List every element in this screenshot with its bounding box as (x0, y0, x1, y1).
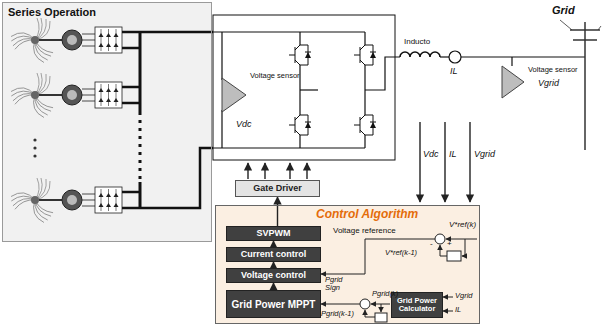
process-box: SVPWM (226, 226, 321, 241)
control-panel: Control AlgorithmSVPWMCurrent controlVol… (215, 205, 480, 324)
turbine-row (8, 178, 140, 224)
sign-mark: + (447, 240, 452, 249)
grid-pole (560, 20, 601, 150)
signal-name: Vgrid (538, 79, 559, 89)
turbine-row (8, 73, 140, 119)
gate-driver-box: Gate Driver (235, 180, 320, 197)
signal-name: Pgrid(k) (372, 290, 398, 298)
dc-rails (213, 32, 365, 148)
sensor-label: Voltage sensor (528, 66, 578, 74)
process-box: Voltage control (226, 268, 321, 283)
signal-name: IL (455, 306, 461, 314)
component-label: Inducto (404, 38, 430, 47)
measurement-arrows (420, 122, 470, 202)
node-text: Series Operation (8, 6, 206, 18)
node-text: Voltage control (241, 271, 306, 281)
sign-mark: - (430, 240, 433, 249)
signal-name: Vdc (423, 150, 439, 160)
node-text: Gate Driver (253, 184, 302, 194)
signal-name: IL (450, 67, 458, 77)
turbine-group (8, 18, 140, 224)
signal-name: Pgrid(k-1) (321, 310, 354, 318)
node-text: Control Algorithm (316, 208, 475, 221)
node-text: Grid Power MPPT (232, 299, 316, 310)
signal-name: V*ref(k-1) (385, 249, 417, 257)
grid-label: Grid (552, 4, 575, 16)
process-box: Grid Power Calculator (391, 292, 443, 318)
signal-name: IL (449, 150, 457, 160)
signal-name: Vgrid (474, 150, 495, 160)
signal-name: V*ref(k) (449, 221, 476, 230)
signal-name: Vgrid (455, 292, 473, 300)
signal-name: Pgrid Sign (325, 276, 357, 293)
voltage-sensor-symbol (222, 78, 246, 112)
sensor-label: Voltage sensor (250, 72, 300, 80)
process-box: Current control (226, 247, 321, 262)
grid-voltage-sensor-symbol (502, 66, 524, 98)
node-text: Grid Power Calculator (394, 297, 440, 314)
control-panel-ground (215, 205, 480, 324)
series-panel: Series Operation (2, 2, 212, 242)
inverter-box (213, 15, 395, 160)
series-panel-ground (2, 2, 212, 242)
signal-name: Voltage reference (333, 227, 396, 236)
node-text: SVPWM (256, 229, 290, 239)
flow-arrow (273, 283, 274, 290)
signal-name: Vdc (236, 120, 252, 130)
ac-output (365, 51, 585, 90)
igbt-legs (289, 32, 376, 148)
flow-arrow (277, 197, 278, 226)
control-wiring (321, 234, 477, 322)
dc-bus (140, 32, 213, 208)
process-box: Grid Power MPPT (226, 290, 321, 318)
gate-signal-arrows (248, 163, 307, 179)
turbine-row (8, 18, 140, 64)
node-text: Current control (241, 250, 307, 260)
